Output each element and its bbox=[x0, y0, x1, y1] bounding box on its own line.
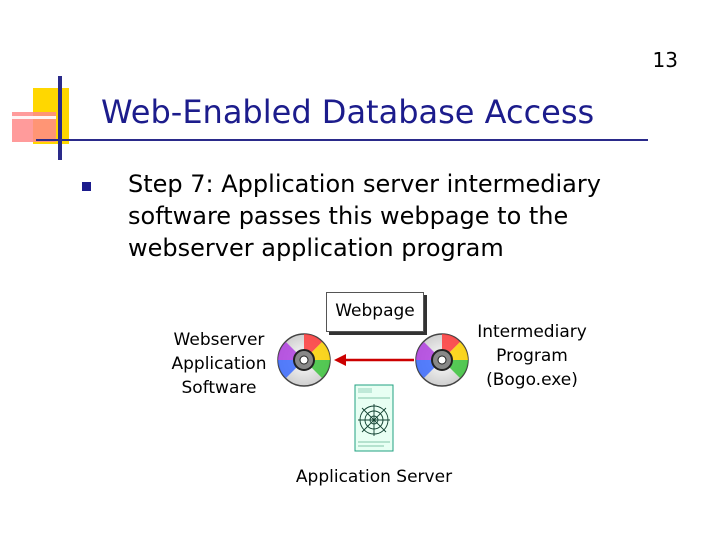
webserver-label-line: Webserver bbox=[173, 330, 265, 350]
bullet-text: Step 7: Application server intermediary … bbox=[128, 170, 601, 262]
bullet-square-icon bbox=[82, 182, 91, 191]
webpage-box: Webpage bbox=[326, 292, 424, 332]
intermediary-label-line: Intermediary bbox=[477, 322, 587, 342]
cd-disc-icon bbox=[415, 333, 469, 387]
slide-title: Web-Enabled Database Access bbox=[101, 93, 595, 131]
document-web-icon bbox=[354, 384, 394, 452]
webserver-label-line: Application bbox=[171, 354, 267, 374]
arrow-left-icon bbox=[334, 354, 414, 366]
intermediary-label-line: (Bogo.exe) bbox=[486, 370, 578, 390]
cd-disc-icon bbox=[277, 333, 331, 387]
decor-vertical-line bbox=[58, 76, 62, 160]
intermediary-label-line: Program bbox=[496, 346, 568, 366]
webserver-label-line: Software bbox=[181, 378, 257, 398]
webserver-label: Webserver Application Software bbox=[160, 328, 278, 400]
decor-pink-highlight bbox=[12, 116, 56, 119]
intermediary-label: Intermediary Program (Bogo.exe) bbox=[472, 320, 592, 392]
application-server-label: Application Server bbox=[295, 467, 453, 487]
slide-number: 13 bbox=[652, 48, 678, 72]
decor-title-underline bbox=[36, 139, 648, 141]
